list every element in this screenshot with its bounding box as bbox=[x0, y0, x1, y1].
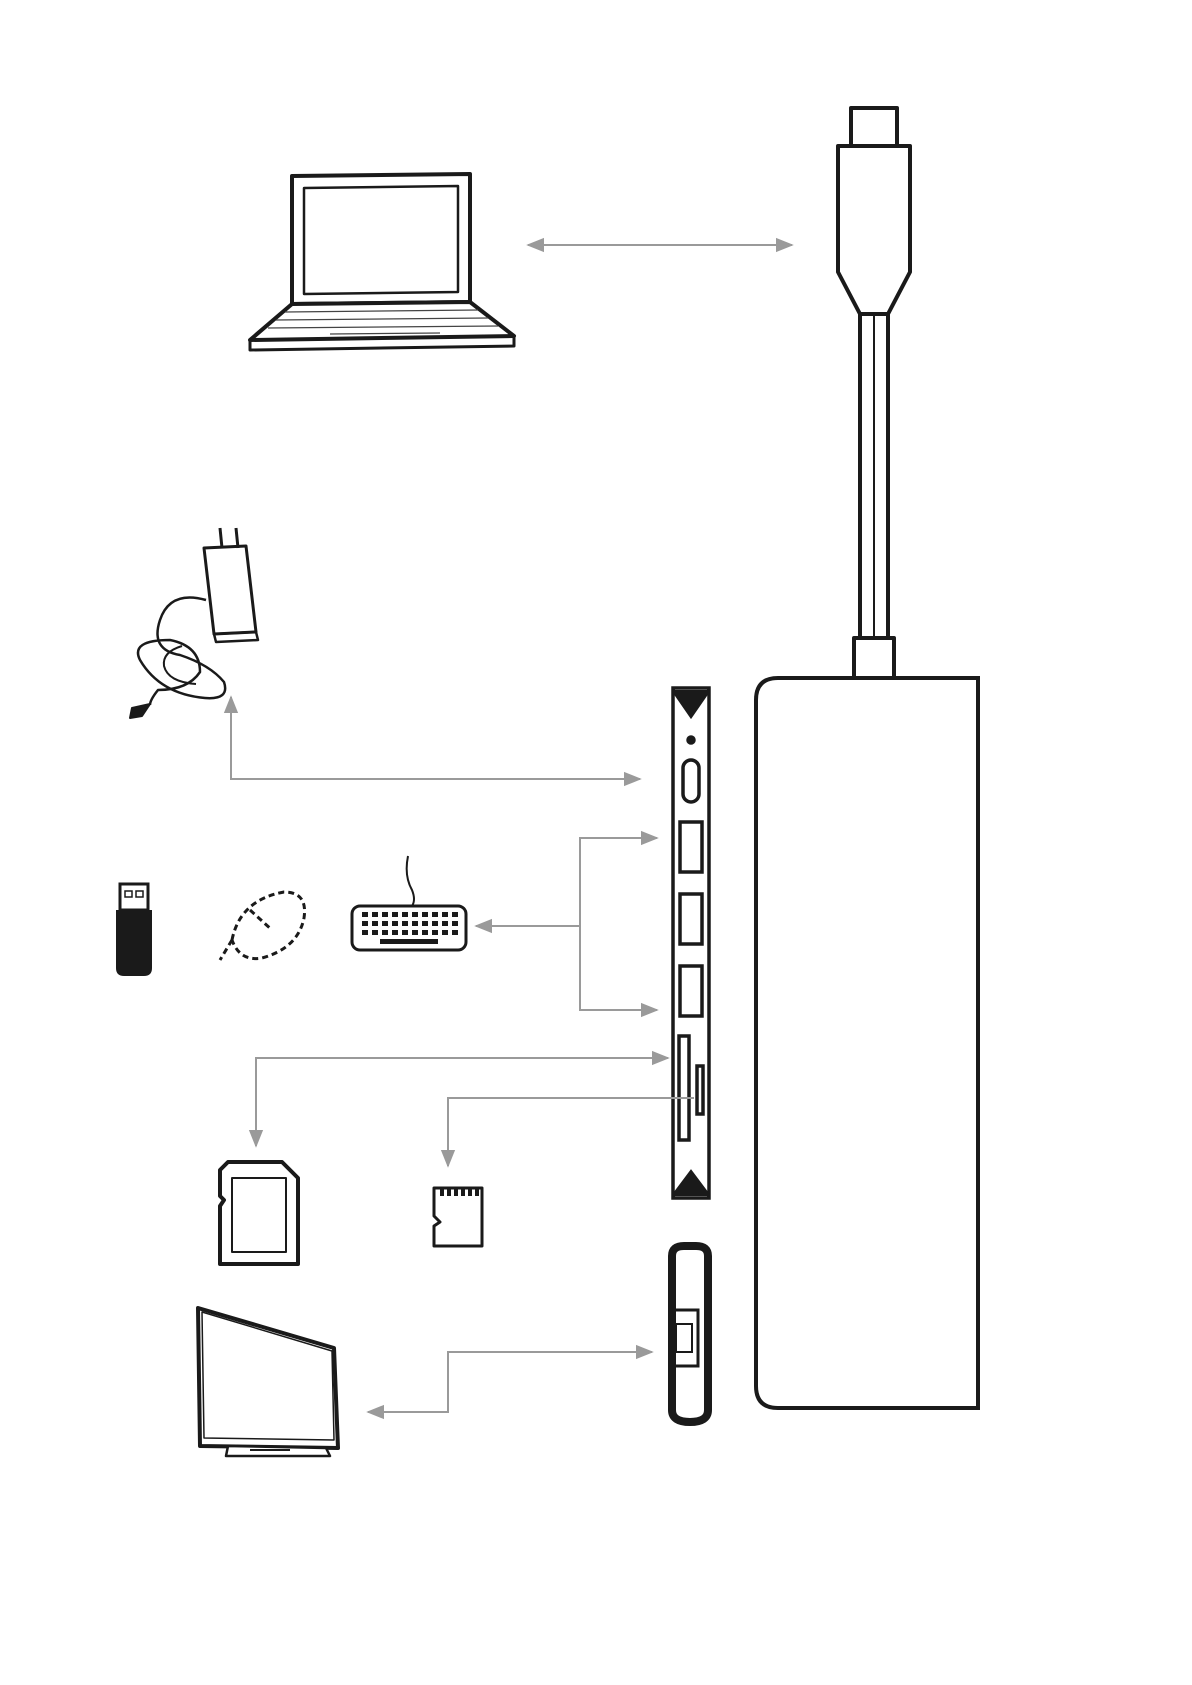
usb-c-plug-icon bbox=[838, 108, 910, 678]
arrow-power bbox=[231, 697, 640, 779]
mouse-icon bbox=[220, 892, 305, 960]
power-adapter-icon bbox=[130, 528, 258, 718]
arrow-hdmi bbox=[368, 1352, 652, 1412]
hub-body-icon bbox=[756, 678, 978, 1408]
sd-slot-icon bbox=[679, 1036, 689, 1140]
usb-c-port-icon bbox=[683, 760, 699, 802]
micro-sd-card-icon bbox=[434, 1188, 482, 1246]
hdmi-port-icon bbox=[672, 1246, 708, 1422]
sd-card-icon bbox=[220, 1162, 298, 1264]
arrow-sd bbox=[256, 1058, 668, 1146]
arrow-usb-ports bbox=[476, 838, 657, 1010]
monitor-icon bbox=[198, 1308, 338, 1456]
usb-a-port-icon bbox=[680, 966, 702, 1016]
keyboard-icon bbox=[352, 856, 466, 950]
usb-a-port-icon bbox=[680, 894, 702, 944]
hub-port-panel bbox=[673, 688, 709, 1198]
arrow-micro-sd bbox=[448, 1098, 694, 1166]
micro-sd-slot-icon bbox=[697, 1066, 703, 1114]
usb-a-port-icon bbox=[680, 822, 702, 872]
laptop-icon bbox=[250, 174, 514, 350]
usb-flash-drive-icon bbox=[116, 884, 152, 976]
